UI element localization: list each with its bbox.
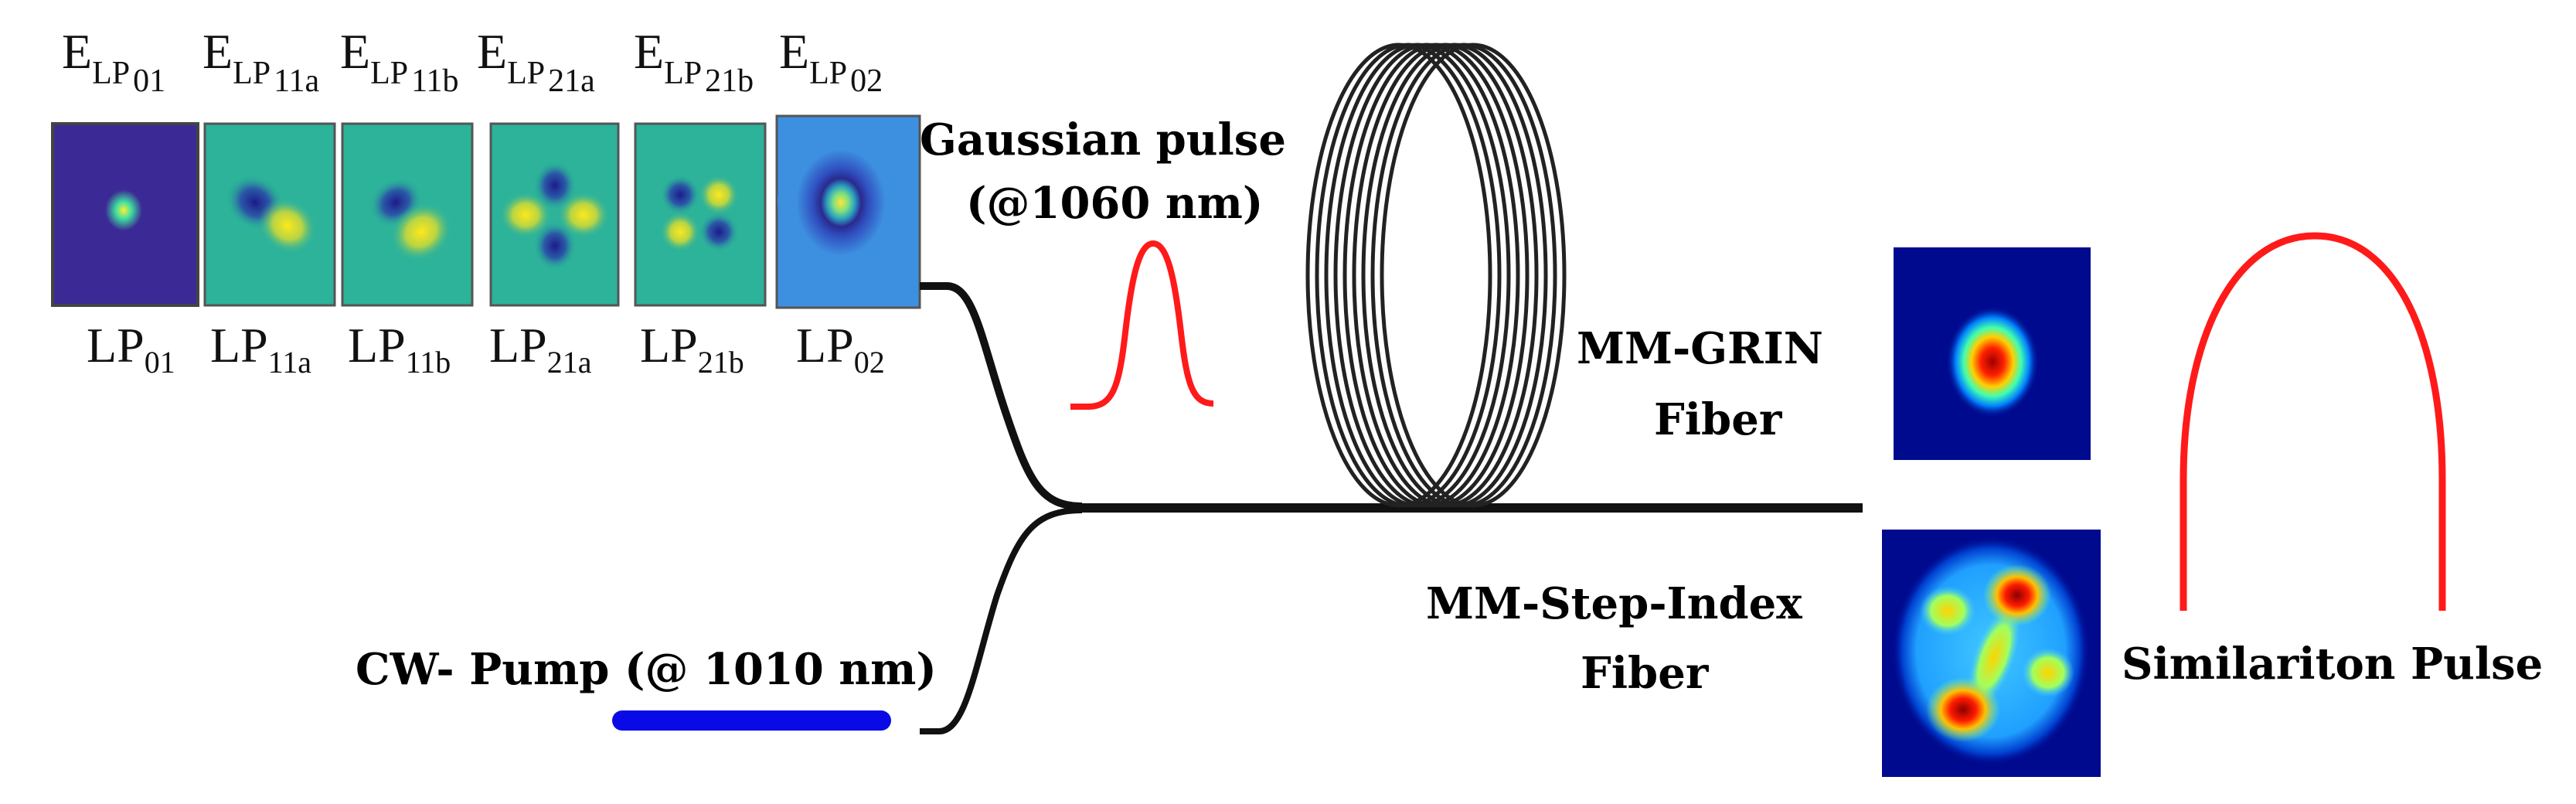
mode-panel-row: ELP01 LP01 ELP11a LP11a ELP11b LP11b ELP…	[51, 24, 921, 380]
lp-label-lp11a: LP11a	[210, 318, 311, 380]
mode-image-lp21b	[634, 122, 767, 307]
e-label-lp21a: ELP21a	[477, 24, 595, 99]
gaussian-pulse-curve	[1070, 240, 1214, 410]
gaussian-wavelength-label: (@1060 nm)	[966, 178, 1263, 229]
lp-label-lp21b: LP21b	[640, 318, 744, 380]
grin-output-heatmap	[1894, 247, 2091, 460]
grin-fiber-label-line2: Fiber	[1654, 394, 1783, 445]
e-label-lp01: ELP01	[62, 24, 165, 99]
e-label-lp21b: ELP21b	[634, 24, 754, 99]
lp-label-lp21a: LP21a	[489, 318, 592, 380]
fiber-coil	[1305, 43, 1567, 508]
cw-pump-label: CW- Pump	[356, 644, 609, 695]
e-label-lp11b: ELP11b	[340, 24, 459, 99]
step-index-output-heatmap	[1882, 530, 2101, 777]
mode-image-lp11b	[341, 122, 474, 307]
cw-pump-wavelength-label: (@ 1010 nm)	[624, 644, 937, 695]
e-label-lp11a: ELP11a	[202, 24, 320, 99]
similariton-pulse-label: Similariton Pulse	[2122, 639, 2543, 690]
lp-label-lp02: LP02	[796, 318, 885, 380]
step-index-fiber-label-line2: Fiber	[1581, 648, 1710, 699]
step-index-fiber-label: MM-Step-Index	[1426, 578, 1802, 629]
e-label-lp02: ELP02	[779, 24, 883, 99]
lp-label-lp01: LP01	[87, 318, 175, 380]
mode-image-lp11a	[203, 122, 336, 307]
mode-image-lp01	[51, 122, 199, 307]
lp-label-lp11b: LP11b	[348, 318, 451, 380]
grin-fiber-label: MM-GRIN	[1577, 323, 1823, 374]
mode-image-lp02	[775, 114, 921, 309]
fiber-coupler	[920, 282, 1863, 734]
gaussian-pulse-label: Gaussian pulse	[920, 114, 1286, 165]
similariton-pulse-curve	[2180, 232, 2446, 611]
mode-image-lp21a	[489, 122, 620, 307]
